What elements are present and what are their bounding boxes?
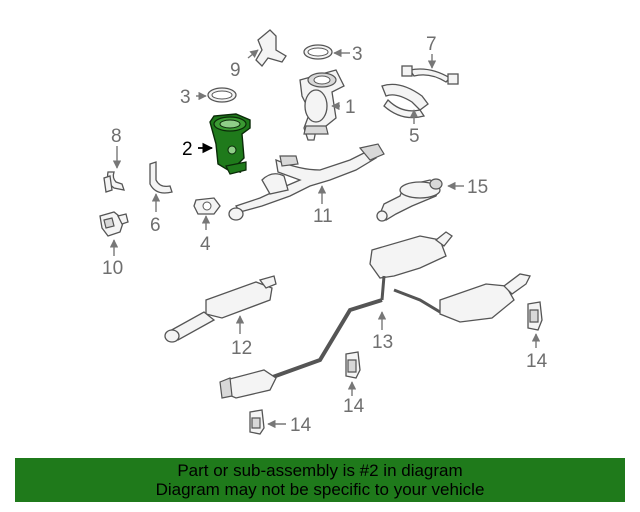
callout-9: 9 (230, 60, 241, 81)
callout-5: 5 (409, 126, 420, 147)
callout-11: 11 (313, 206, 333, 227)
part-3-gasket-lower[interactable] (207, 87, 237, 103)
part-14-hanger-middle[interactable] (345, 351, 361, 379)
callout-8: 8 (111, 126, 122, 147)
callout-13: 13 (372, 332, 393, 353)
part-7-clamp[interactable] (401, 65, 459, 85)
part-3-gasket-upper[interactable] (303, 44, 333, 60)
callout-12: 12 (231, 338, 252, 359)
callout-14-bottom: 14 (290, 415, 312, 436)
part-11-front-pipe[interactable] (228, 143, 385, 221)
callout-4: 4 (200, 234, 211, 255)
callout-14-middle: 14 (343, 396, 365, 417)
leader-lines (109, 48, 541, 429)
callout-10: 10 (102, 258, 123, 279)
part-4-gasket[interactable] (193, 197, 221, 215)
callout-3-lower: 3 (180, 87, 191, 108)
callout-14-right: 14 (526, 351, 548, 372)
callout-15: 15 (467, 177, 488, 198)
part-5-bracket[interactable] (381, 83, 429, 119)
callout-7: 7 (426, 34, 437, 55)
banner-line-2: Diagram may not be specific to your vehi… (155, 480, 485, 499)
part-9-bracket[interactable] (255, 29, 287, 67)
part-1-catalytic-converter[interactable] (299, 69, 345, 141)
part-14-hanger-bottom[interactable] (249, 409, 265, 435)
exhaust-parts-diagram: 1 2 3 3 4 5 6 7 8 9 10 11 12 13 14 14 14… (99, 29, 548, 436)
callout-2: 2 (182, 139, 193, 160)
part-6-clamp[interactable] (149, 161, 173, 194)
callout-6: 6 (150, 215, 161, 236)
part-10-hanger[interactable] (99, 211, 129, 237)
callout-3-upper: 3 (352, 44, 363, 65)
part-2-catalytic-converter-highlighted[interactable] (209, 113, 251, 175)
part-15-resonator[interactable] (376, 178, 443, 222)
part-12-muffler[interactable] (164, 275, 277, 343)
callout-1: 1 (345, 97, 356, 118)
part-13-muffler-assembly[interactable] (219, 231, 531, 399)
info-banner: Part or sub-assembly is #2 in diagram Di… (15, 458, 625, 502)
part-8-clamp[interactable] (103, 171, 125, 193)
banner-line-1: Part or sub-assembly is #2 in diagram (177, 461, 463, 480)
part-14-hanger-right[interactable] (527, 301, 543, 331)
